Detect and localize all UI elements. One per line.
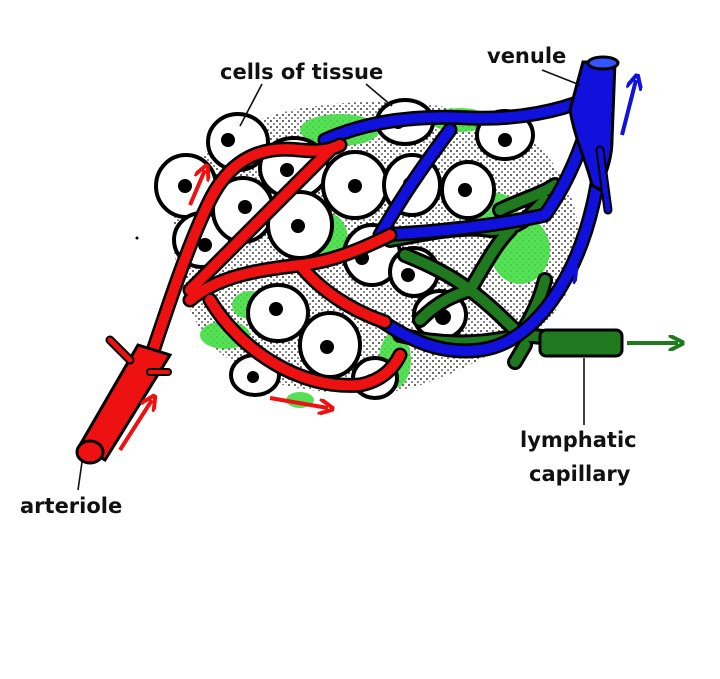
arterial-capillary-flow-arrow — [269, 396, 328, 408]
venule-flow-arrow — [620, 80, 636, 136]
arterial-entry-flow-arrow — [188, 170, 205, 206]
stray-dot — [135, 236, 139, 240]
tissue-cell — [246, 283, 310, 343]
labels: cells of tissue venule arteriole lymphat… — [20, 44, 637, 518]
arterial-network — [75, 137, 408, 465]
tissue-cell — [440, 160, 496, 220]
tissue-cell — [321, 150, 389, 220]
arteriole-flow-arrow — [118, 400, 152, 452]
label-lymphatic-line2: capillary — [529, 462, 631, 486]
label-lymphatic-line1: lymphatic — [520, 428, 637, 452]
tissue-cell — [298, 311, 362, 379]
venous-capillary-flow-arrow — [543, 272, 573, 317]
label-venule: venule — [487, 44, 566, 68]
venous-network — [317, 55, 620, 359]
flow-arrows — [118, 80, 678, 452]
label-arteriole: arteriole — [20, 494, 122, 518]
label-cells-of-tissue: cells of tissue — [220, 60, 383, 84]
